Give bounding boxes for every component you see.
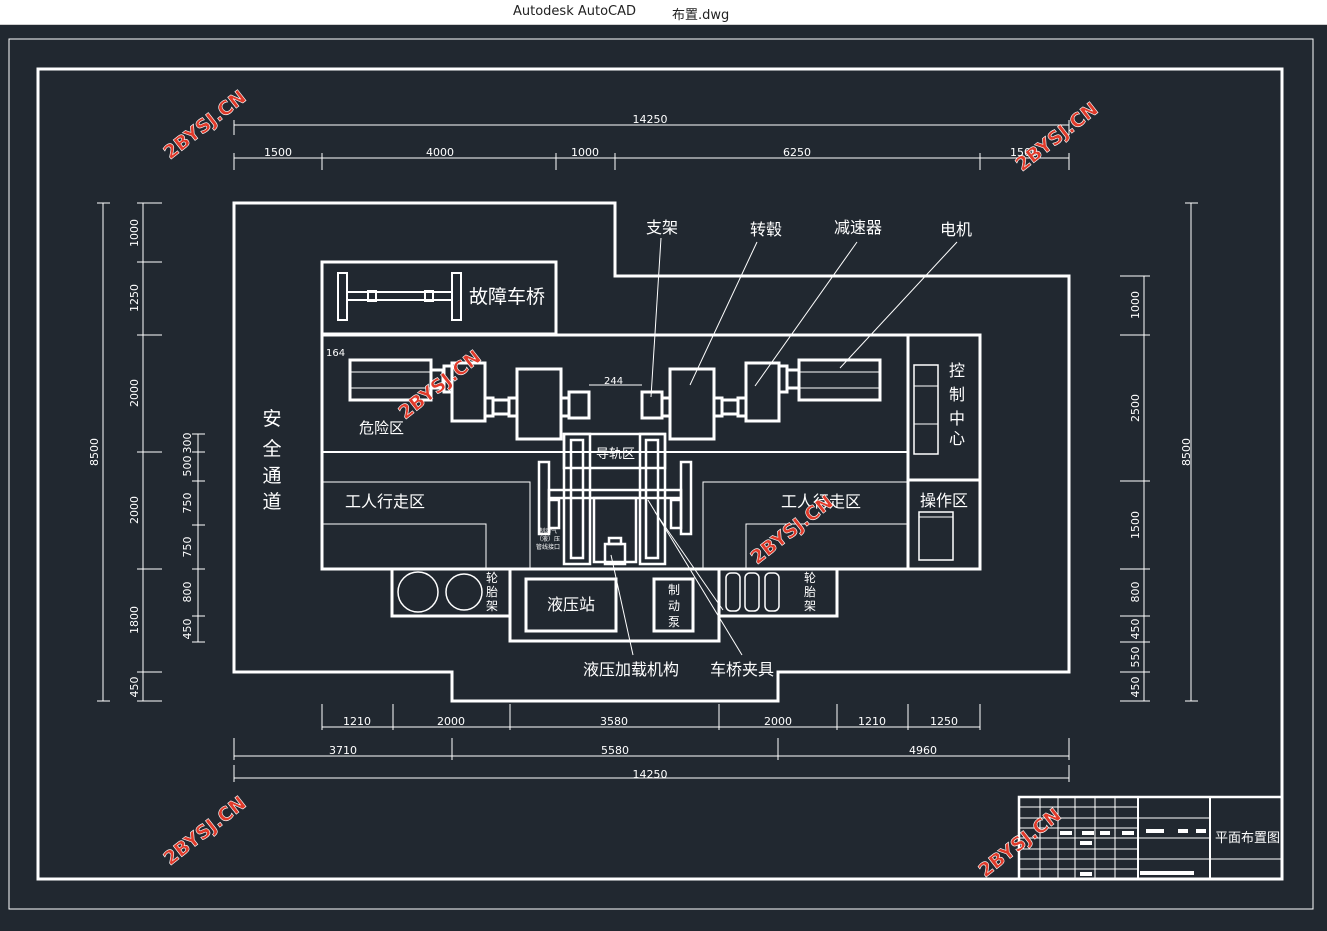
dim-right-segment: 2500 bbox=[1129, 394, 1142, 422]
label-guide-rail-zone: 导轨区 bbox=[596, 447, 635, 462]
label-motor: 电机 bbox=[940, 220, 972, 239]
watermark: 2BYSJ.CN bbox=[160, 792, 251, 870]
dim-top-segment: 1500 bbox=[1010, 146, 1038, 159]
dim-bottom-total: 14250 bbox=[633, 768, 668, 781]
dim-left-outer: 2000 bbox=[128, 496, 141, 524]
dim-right-segment: 800 bbox=[1129, 582, 1142, 603]
label-brake-interface-3: 管线接口 bbox=[536, 543, 560, 551]
label-walkway-left: 工人行走区 bbox=[345, 492, 425, 511]
dim-bottom-row1: 2000 bbox=[437, 715, 465, 728]
dim-left-inner: 300 bbox=[181, 433, 194, 454]
dim-bottom-row2: 4960 bbox=[909, 744, 937, 757]
dim-left-inner: 750 bbox=[181, 537, 194, 558]
control-panel bbox=[913, 364, 939, 455]
dim-left-outer: 1000 bbox=[128, 219, 141, 247]
watermark: 2BYSJ.CN bbox=[395, 346, 486, 424]
label-tire-rack-right-2: 胎 bbox=[804, 585, 816, 599]
dim-top-total: 14250 bbox=[633, 113, 668, 126]
dim-top-segment: 4000 bbox=[426, 146, 454, 159]
label-control-center-2: 制 bbox=[949, 385, 965, 404]
label-reducer: 减速器 bbox=[834, 218, 882, 237]
dim-left-outer: 450 bbox=[128, 677, 141, 698]
window-titlebar: Autodesk AutoCAD 布置.dwg bbox=[0, 0, 1327, 25]
label-walkway-right: 工人行走区 bbox=[781, 492, 861, 511]
label-brake-interface-1: 制动气 bbox=[539, 527, 557, 535]
brake-pump-box bbox=[652, 577, 695, 633]
dim-right-segment: 450 bbox=[1129, 677, 1142, 698]
label-brake-interface-2: （液）压 bbox=[536, 535, 560, 543]
dim-left-inner: 450 bbox=[181, 619, 194, 640]
label-tire-rack-left-2: 胎 bbox=[486, 585, 498, 599]
label-axle-fixture: 车桥夹具 bbox=[710, 660, 774, 679]
label-brake-pump-3: 泵 bbox=[668, 615, 680, 629]
label-dim-244: 244 bbox=[604, 376, 623, 387]
dim-left-inner: 500 bbox=[181, 456, 194, 477]
dim-bottom-row1: 1210 bbox=[343, 715, 371, 728]
dim-bottom-row2: 5580 bbox=[601, 744, 629, 757]
label-tire-rack-left-3: 架 bbox=[486, 599, 498, 613]
drawing-canvas[interactable]: 支架 转毂 减速器 电机 故障车桥 安 全 通 道 危险区 导轨区 工人行走区 … bbox=[0, 25, 1327, 927]
axle-icon bbox=[337, 272, 462, 321]
label-safety-passage-1: 安 bbox=[262, 408, 281, 430]
dim-right-segment: 550 bbox=[1129, 647, 1142, 668]
dim-bottom-row1: 1250 bbox=[930, 715, 958, 728]
dim-top-segment: 6250 bbox=[783, 146, 811, 159]
label-hydraulic-loading: 液压加载机构 bbox=[583, 660, 679, 679]
left-motor bbox=[348, 358, 519, 423]
dim-top-segment: 1000 bbox=[571, 146, 599, 159]
right-motor bbox=[712, 358, 882, 423]
label-tire-rack-right-3: 架 bbox=[804, 599, 816, 613]
dim-left-outer: 1800 bbox=[128, 606, 141, 634]
label-support: 支架 bbox=[646, 218, 678, 237]
label-safety-passage-3: 通 bbox=[262, 465, 281, 487]
dim-left-total: 8500 bbox=[88, 438, 101, 466]
left-hub bbox=[515, 367, 563, 441]
dim-right-segment: 1000 bbox=[1129, 291, 1142, 319]
label-hub: 转毂 bbox=[750, 220, 782, 239]
label-operation-zone: 操作区 bbox=[920, 491, 968, 510]
label-fault-axle: 故障车桥 bbox=[469, 286, 545, 308]
inner-frame bbox=[36, 67, 1284, 881]
tire-rack-right bbox=[717, 567, 839, 618]
label-safety-passage-4: 道 bbox=[262, 491, 281, 513]
dim-left-inner: 750 bbox=[181, 493, 194, 514]
outer-frame bbox=[8, 38, 1314, 910]
guide-rail-fixture bbox=[537, 432, 693, 566]
label-control-center-1: 控 bbox=[949, 361, 965, 380]
dim-left-outer: 2000 bbox=[128, 379, 141, 407]
dim-bottom-row2: 3710 bbox=[329, 744, 357, 757]
document-title[interactable]: 布置.dwg bbox=[672, 8, 730, 23]
label-brake-pump-2: 动 bbox=[668, 599, 680, 613]
operation-desk bbox=[918, 511, 954, 561]
dim-left-outer: 1250 bbox=[128, 284, 141, 312]
dim-right-segment: 1500 bbox=[1129, 511, 1142, 539]
dim-bottom-row1: 3580 bbox=[600, 715, 628, 728]
dim-right-total: 8500 bbox=[1180, 438, 1193, 466]
dim-bottom-row1: 1210 bbox=[858, 715, 886, 728]
label-tire-rack-left-1: 轮 bbox=[486, 571, 498, 585]
label-brake-pump-1: 制 bbox=[668, 583, 680, 597]
dim-left-inner: 800 bbox=[181, 582, 194, 603]
label-dim-164: 164 bbox=[326, 348, 345, 359]
label-tire-rack-right-1: 轮 bbox=[804, 571, 816, 585]
watermark: 2BYSJ.CN bbox=[1012, 98, 1103, 176]
label-control-center-3: 中 bbox=[949, 409, 965, 428]
label-control-center-4: 心 bbox=[949, 429, 965, 448]
dim-right-segment: 450 bbox=[1129, 619, 1142, 640]
label-safety-passage-2: 全 bbox=[262, 438, 281, 460]
dim-top-segment: 1500 bbox=[264, 146, 292, 159]
app-title: Autodesk AutoCAD bbox=[513, 4, 637, 19]
label-danger-zone: 危险区 bbox=[359, 419, 404, 437]
title-block bbox=[1017, 795, 1284, 881]
drawing-name: 平面布置图 bbox=[1215, 831, 1280, 846]
building-outline bbox=[232, 201, 1071, 703]
hydraulic-station-box bbox=[524, 577, 618, 633]
dim-bottom-row1: 2000 bbox=[764, 715, 792, 728]
label-hydraulic-station: 液压站 bbox=[547, 595, 595, 614]
right-hub bbox=[668, 367, 716, 441]
